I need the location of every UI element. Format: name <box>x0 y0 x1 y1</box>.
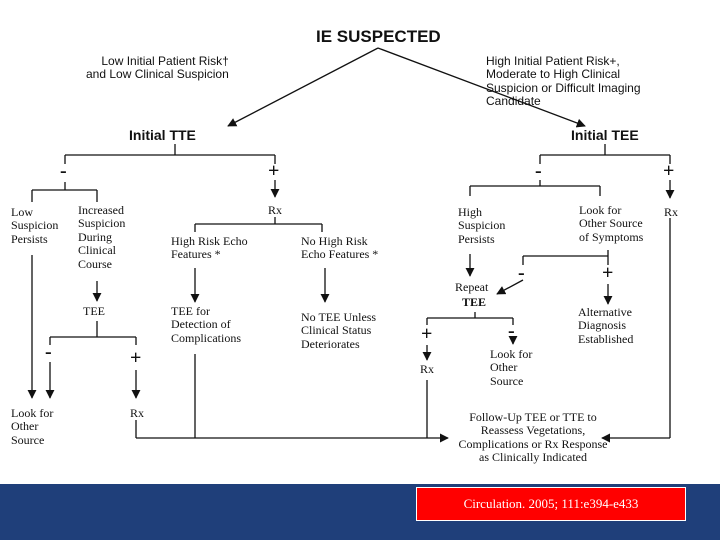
tee-detection-complications: TEE for Detection of Complications <box>171 304 241 345</box>
no-tee-unless-deteriorates: No TEE Unless Clinical Status Deteriorat… <box>301 310 377 351</box>
look-for-other-source-right: Look for Other Source <box>490 347 533 388</box>
rx-after-repeat-tee: Rx <box>420 362 435 376</box>
arrow-to-initial-tee <box>377 47 586 128</box>
initial-tee-positive-sign: + <box>663 160 675 182</box>
repeat-tee-label: TEE <box>462 295 487 309</box>
high-suspicion-persists: High Suspicion Persists <box>458 205 506 246</box>
tte-positive-sign: + <box>268 160 280 182</box>
high-risk-condition: High Initial Patient Risk+, Moderate to … <box>486 54 641 109</box>
look-for-other-source-left: Look for Other Source <box>11 406 54 447</box>
symptoms-minus-arrow <box>496 279 524 295</box>
no-high-risk-echo-features: No High Risk Echo Features * <box>301 234 379 262</box>
repeat-label: Repeat <box>455 280 489 294</box>
diagram-title: IE SUSPECTED <box>316 27 441 46</box>
rx-after-initial-tee: Rx <box>664 205 679 219</box>
rx-after-tte: Rx <box>268 203 283 217</box>
initial-tte-heading: Initial TTE <box>129 127 196 143</box>
follow-up-tee-tte: Follow-Up TEE or TTE to Reassess Vegetat… <box>458 410 608 465</box>
rx-after-tee-left: Rx <box>130 406 145 420</box>
look-for-other-source-symptoms: Look for Other Source of Symptoms <box>579 203 644 244</box>
citation-text: Circulation. 2005; 111:e394-e433 <box>463 496 639 511</box>
tee-negative-sign: - <box>45 341 52 363</box>
low-risk-condition: Low Initial Patient Risk† and Low Clinic… <box>86 54 229 82</box>
low-suspicion-persists: Low Suspicion Persists <box>11 205 59 246</box>
arrow-to-initial-tte <box>227 47 379 127</box>
alternative-diagnosis: Alternative Diagnosis Established <box>578 305 634 346</box>
increased-suspicion: Increased Suspicion During Clinical Cour… <box>78 203 126 271</box>
tee-positive-sign: + <box>130 347 142 369</box>
high-risk-echo-features: High Risk Echo Features * <box>171 234 248 262</box>
repeat-negative-sign: - <box>508 320 515 342</box>
citation-box: Circulation. 2005; 111:e394-e433 <box>416 487 686 521</box>
tee-after-increased: TEE <box>83 304 105 318</box>
initial-tee-negative-sign: - <box>535 160 542 182</box>
tte-negative-sign: - <box>60 160 67 182</box>
repeat-positive-sign: + <box>421 323 433 345</box>
symptoms-positive-sign: + <box>602 262 614 284</box>
symptoms-negative-sign: - <box>518 262 525 284</box>
initial-tee-heading: Initial TEE <box>571 127 639 143</box>
